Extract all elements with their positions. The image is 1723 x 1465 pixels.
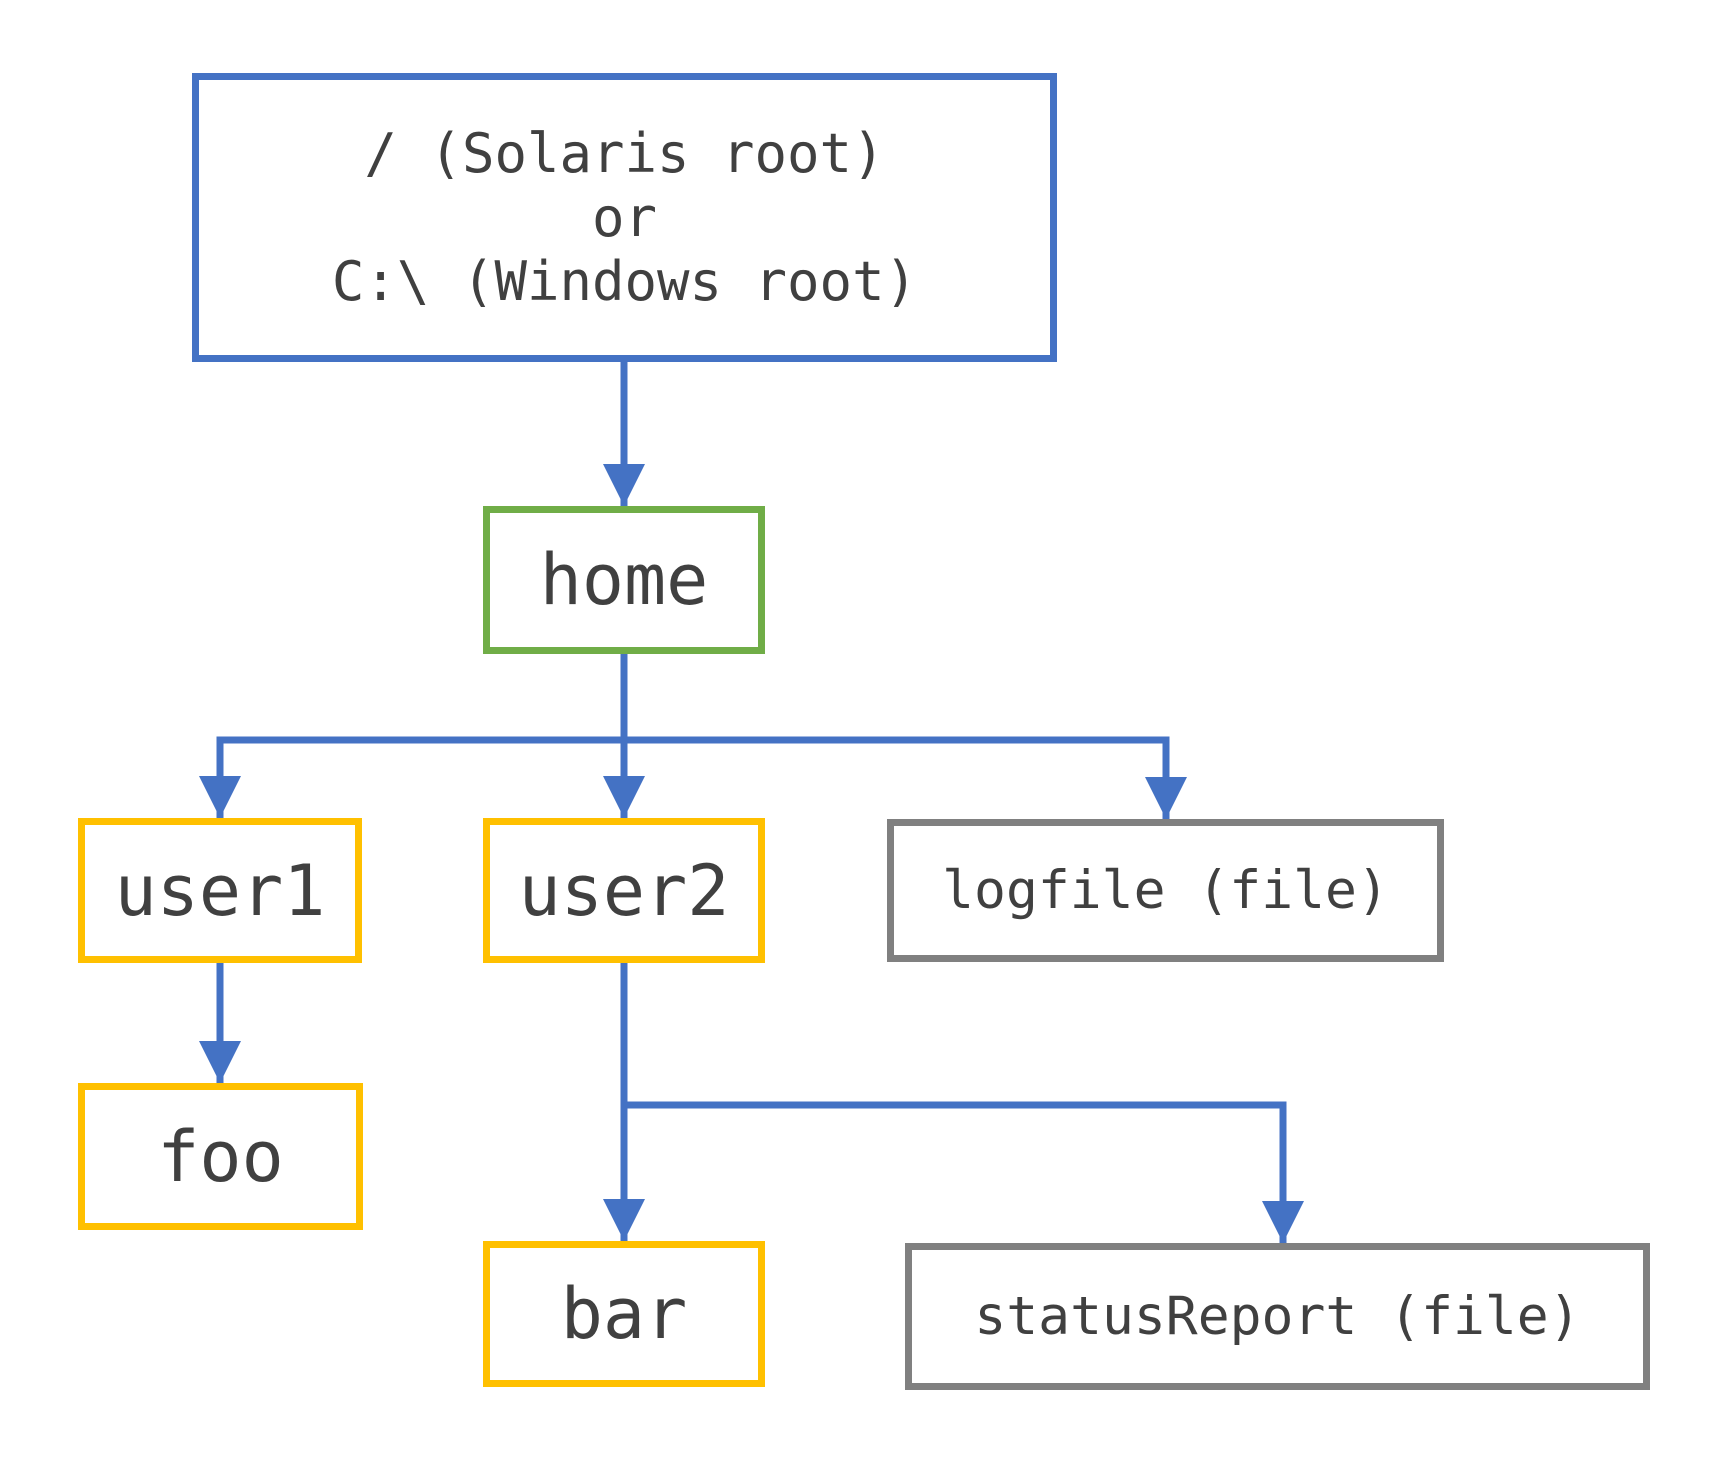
node-root-label-line2: or xyxy=(591,185,658,249)
node-home-label: home xyxy=(539,539,709,621)
node-foo-label: foo xyxy=(157,1115,284,1198)
node-user2: user2 xyxy=(483,818,765,963)
node-foo: foo xyxy=(78,1083,363,1230)
node-user2-label: user2 xyxy=(518,849,730,932)
node-bar: bar xyxy=(483,1241,765,1387)
node-logfile-label: logfile (file) xyxy=(942,860,1389,921)
node-root: / (Solaris root) or C:\ (Windows root) xyxy=(192,73,1057,362)
node-user1: user1 xyxy=(78,818,362,963)
node-logfile: logfile (file) xyxy=(887,819,1444,962)
node-home: home xyxy=(483,506,765,654)
node-root-label-line1: / (Solaris root) xyxy=(364,121,885,185)
node-statusreport: statusReport (file) xyxy=(905,1243,1650,1390)
node-user1-label: user1 xyxy=(114,849,326,932)
node-bar-label: bar xyxy=(560,1273,688,1355)
node-statusreport-label: statusReport (file) xyxy=(974,1286,1581,1347)
node-root-label-line3: C:\ (Windows root) xyxy=(331,249,918,313)
